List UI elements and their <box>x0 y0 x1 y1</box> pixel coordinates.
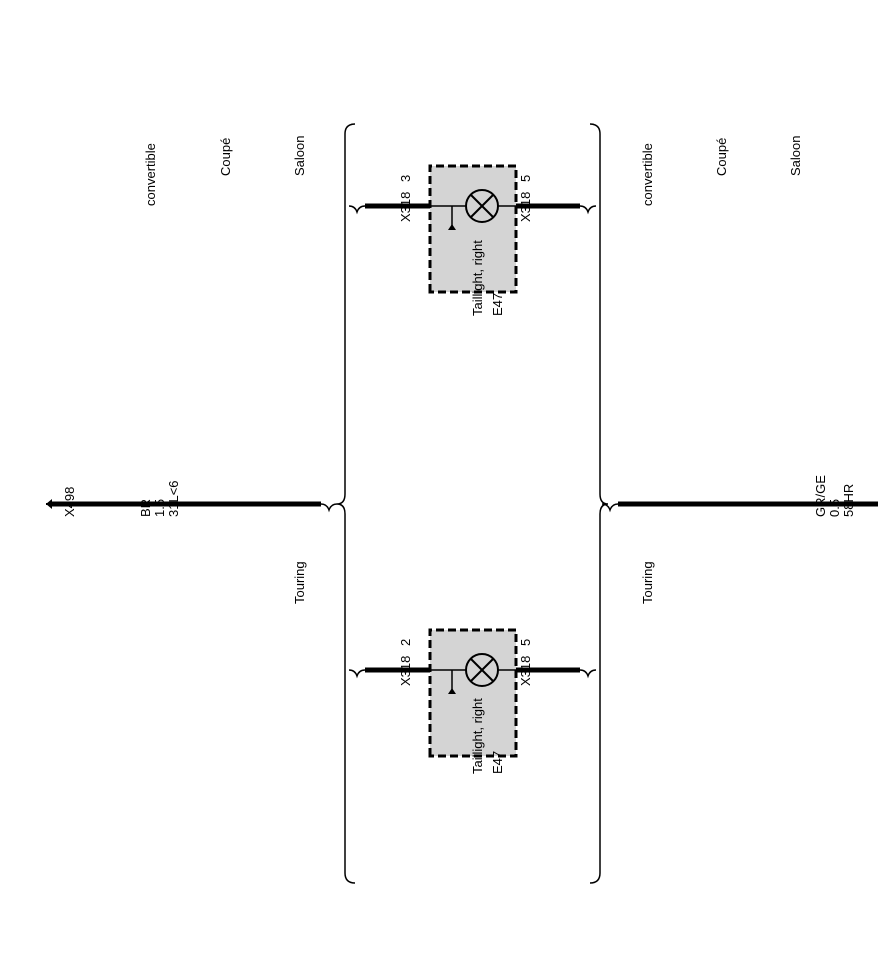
variant-label-convertible-bottom: convertible <box>143 143 158 206</box>
ground-point-label: X498 <box>62 487 77 517</box>
component-1-pin-out: 3 <box>398 175 413 182</box>
component-1-connector-in: X318 <box>518 192 533 222</box>
variant-label-touring-bottom: Touring <box>292 561 307 604</box>
ground-wire-size: 1.5 <box>152 499 167 517</box>
supply-wire-color: GR/GE <box>813 475 828 517</box>
variant-label-saloon-top: Saloon <box>788 136 803 176</box>
variant-label-convertible-top: convertible <box>640 143 655 206</box>
taillight-right-2 <box>348 628 597 758</box>
taillight-right-1 <box>348 164 597 294</box>
component-1-pin-in: 5 <box>518 175 533 182</box>
ground-wire-break <box>320 503 338 513</box>
component-2-connector-out: X318 <box>398 656 413 686</box>
component-1-connector-out: X318 <box>398 192 413 222</box>
variant-label-saloon-bottom: Saloon <box>292 136 307 176</box>
variant-label-coupe-top: Coupé <box>714 138 729 176</box>
component-2-pin-in: 5 <box>518 639 533 646</box>
variant-label-coupe-bottom: Coupé <box>218 138 233 176</box>
component-2-connector-in: X318 <box>518 656 533 686</box>
top-variant-brace <box>589 123 609 884</box>
component-1-name: Taillight, right <box>470 240 485 316</box>
component-2-id: E47 <box>490 751 505 774</box>
supply-wire-signal: 58HR <box>841 484 856 517</box>
component-2-name: Taillight, right <box>470 698 485 774</box>
ground-wire-color: BR <box>138 499 153 517</box>
component-1-id: E47 <box>490 293 505 316</box>
ground-wire-signal: 31L<6 <box>166 480 181 517</box>
bottom-variant-brace <box>336 123 356 884</box>
variant-label-touring-top: Touring <box>640 561 655 604</box>
component-2-pin-out: 2 <box>398 639 413 646</box>
supply-wire-size: 0.5 <box>827 499 842 517</box>
